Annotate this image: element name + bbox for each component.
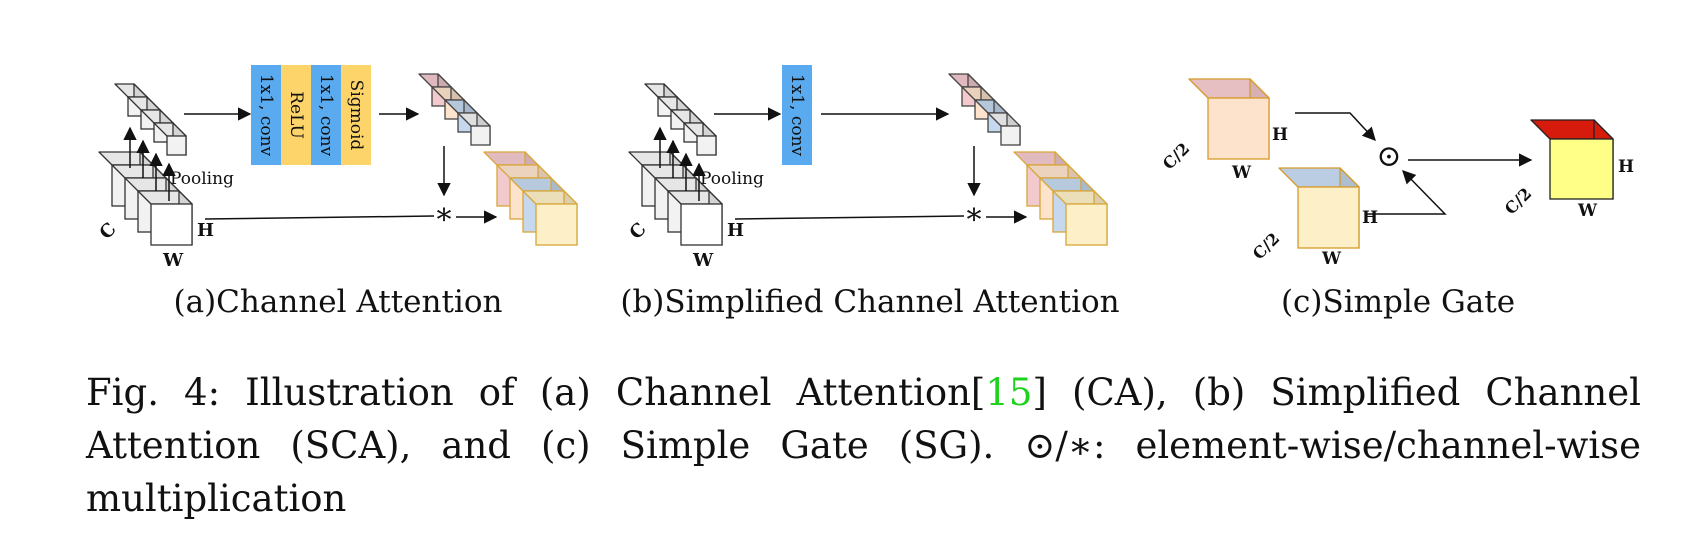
subcaption-a: (a)Channel Attention bbox=[174, 284, 503, 320]
channel-label: C bbox=[626, 219, 651, 244]
figure-caption: Fig. 4: Illustration of (a) Channel Atte… bbox=[86, 366, 1641, 525]
width-label: W bbox=[1231, 163, 1252, 183]
second-half-feature bbox=[1278, 167, 1360, 249]
width-label: W bbox=[162, 250, 184, 271]
height-label: H bbox=[197, 220, 214, 241]
pooling-label: Pooling bbox=[700, 169, 764, 189]
caption-ref-open: [ bbox=[970, 371, 986, 414]
input-feature-slice bbox=[137, 190, 193, 246]
subcaption-c: (c)Simple Gate bbox=[1281, 284, 1515, 320]
gate-output-feature bbox=[1530, 119, 1614, 200]
pooled-vector-cell bbox=[153, 122, 187, 156]
svg-text:1x1, conv: 1x1, conv bbox=[787, 74, 807, 157]
height-label: H bbox=[1362, 208, 1378, 228]
output-feature-slice bbox=[1052, 190, 1108, 246]
conv-block: 1x1, conv bbox=[311, 65, 341, 165]
caption-ref-close: ] bbox=[1032, 371, 1047, 414]
citation-link[interactable]: 15 bbox=[985, 371, 1033, 414]
height-label: H bbox=[1272, 125, 1288, 145]
element-multiply-symbol: ⊙ bbox=[1376, 139, 1401, 174]
svg-text:1x1, conv: 1x1, conv bbox=[256, 74, 276, 157]
relu-block: ReLU bbox=[281, 65, 311, 165]
half-channel-label: C/2 bbox=[1159, 139, 1193, 173]
first-half-to-multiply-arrow bbox=[1295, 112, 1376, 141]
skip-connection-line bbox=[204, 215, 435, 220]
output-feature-slice bbox=[522, 190, 578, 246]
channel-label: C bbox=[96, 219, 121, 244]
channel-multiply-symbol: * bbox=[967, 203, 982, 238]
pooling-label: Pooling bbox=[170, 169, 234, 189]
caption-rest: (CA), (b) Simplified Channel Attention (… bbox=[86, 371, 1641, 520]
half-channel-label: C/2 bbox=[1501, 184, 1535, 218]
svg-text:ReLU: ReLU bbox=[286, 91, 306, 139]
attention-vector-cell bbox=[987, 112, 1021, 146]
input-feature-slice bbox=[667, 190, 723, 246]
conv-block: 1x1, conv bbox=[782, 65, 812, 165]
svg-text:1x1, conv: 1x1, conv bbox=[316, 74, 336, 157]
second-half-to-multiply-arrow bbox=[1367, 170, 1447, 215]
height-label: H bbox=[727, 220, 744, 241]
channel-multiply-symbol: * bbox=[437, 203, 452, 238]
subcaption-b: (b)Simplified Channel Attention bbox=[620, 284, 1119, 320]
height-label: H bbox=[1618, 157, 1634, 177]
sigmoid-block: Sigmoid bbox=[341, 65, 371, 165]
half-channel-label: C/2 bbox=[1249, 229, 1283, 263]
svg-text:Sigmoid: Sigmoid bbox=[346, 80, 366, 151]
caption-prefix: Fig. 4: Illustration of (a) Channel Atte… bbox=[86, 371, 971, 414]
width-label: W bbox=[692, 250, 714, 271]
conv-block: 1x1, conv bbox=[251, 65, 281, 165]
skip-connection-line bbox=[734, 215, 965, 220]
pooled-vector-cell bbox=[683, 122, 717, 156]
width-label: W bbox=[1321, 249, 1342, 269]
width-label: W bbox=[1577, 201, 1598, 221]
attention-vector-cell bbox=[457, 112, 491, 146]
first-half-feature bbox=[1188, 78, 1270, 160]
